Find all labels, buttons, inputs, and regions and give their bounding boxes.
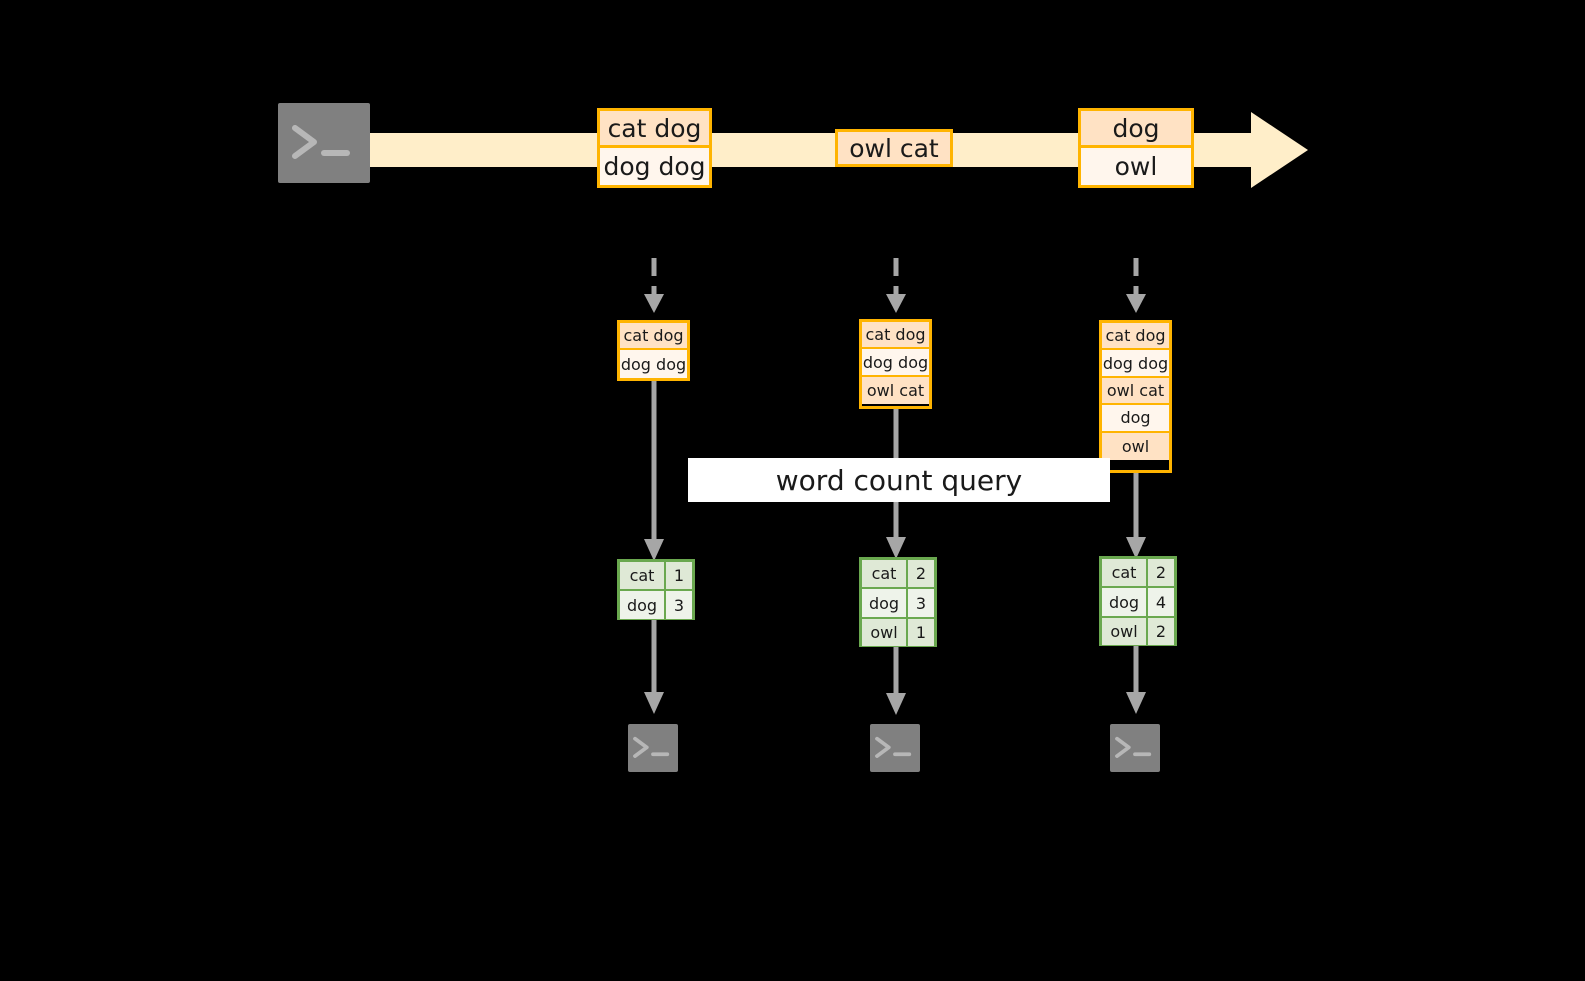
sink-terminal-icon-3 [1100,714,1170,782]
result-table-2: cat 2 dog 3 owl 1 [859,557,937,647]
result-word: dog [1102,588,1148,616]
result-count: 2 [908,560,934,588]
dashed-connector-1 [644,258,664,313]
result-count: 3 [666,591,692,619]
stack-line: cat dog [620,323,687,351]
dashed-connector-2 [886,258,906,313]
result-table-1: cat 1 dog 3 [617,559,695,620]
terminal-face [278,103,370,183]
stack-line: owl [1102,432,1169,460]
query-banner: word count query [688,458,1110,502]
result-count: 1 [666,562,692,590]
terminal-prompt-icon [1115,736,1152,758]
table-row: owl 2 [1102,617,1174,646]
sink-terminal-icon-2 [860,714,930,782]
source-terminal-icon [268,93,380,193]
result-count: 3 [908,589,934,617]
table-row: cat 1 [620,562,692,592]
sink-terminal-icon-1 [618,714,688,782]
stream-message-3: dog owl [1078,108,1194,188]
terminal-prompt-icon [875,736,912,758]
stream-message-line: owl [1081,148,1191,185]
accumulated-stack-1: cat dog dog dog [617,320,690,381]
query-connector-1 [644,381,664,561]
stream-message-2: owl cat [835,129,953,167]
terminal-face [1110,724,1160,772]
stream-message-line: cat dog [600,111,709,148]
stack-line: cat dog [862,322,929,350]
table-row: dog 3 [862,589,934,619]
stack-line: dog [1102,405,1169,433]
terminal-prompt-icon [292,125,350,159]
result-word: cat [862,560,908,588]
result-count: 2 [1148,559,1174,587]
table-row: cat 2 [1102,559,1174,589]
dashed-connector-3 [1126,258,1146,313]
accumulated-stack-3: cat dog dog dog owl cat dog owl [1099,320,1172,473]
stream-message-1: cat dog dog dog [597,108,712,188]
table-row: dog 4 [1102,588,1174,618]
stream-message-line: dog [1081,111,1191,148]
result-table-3: cat 2 dog 4 owl 2 [1099,556,1177,646]
sink-connector-3 [1126,646,1146,714]
table-row: cat 2 [862,560,934,590]
stack-line: cat dog [1102,323,1169,351]
result-count: 2 [1148,617,1174,646]
result-count: 1 [908,618,934,647]
result-word: cat [620,562,666,590]
result-word: owl [862,618,908,647]
table-row: dog 3 [620,591,692,619]
terminal-face [628,724,678,772]
query-connector-3 [1126,473,1146,559]
query-banner-label: word count query [775,463,1023,497]
stack-line: dog dog [1102,350,1169,378]
result-word: owl [1102,617,1148,646]
accumulated-stack-2: cat dog dog dog owl cat [859,319,932,409]
terminal-prompt-icon [633,736,670,758]
stack-line: owl cat [862,376,929,405]
result-count: 4 [1148,588,1174,616]
result-word: dog [862,589,908,617]
terminal-face [870,724,920,772]
stream-message-line: owl cat [838,132,950,164]
stack-line: dog dog [620,350,687,378]
stack-line: owl cat [1102,377,1169,406]
result-word: cat [1102,559,1148,587]
table-row: owl 1 [862,618,934,647]
stack-line: dog dog [862,349,929,377]
stream-arrow [356,112,1308,188]
sink-connector-2 [886,647,906,715]
result-word: dog [620,591,666,619]
sink-connector-1 [644,620,664,714]
stream-message-line: dog dog [600,148,709,185]
